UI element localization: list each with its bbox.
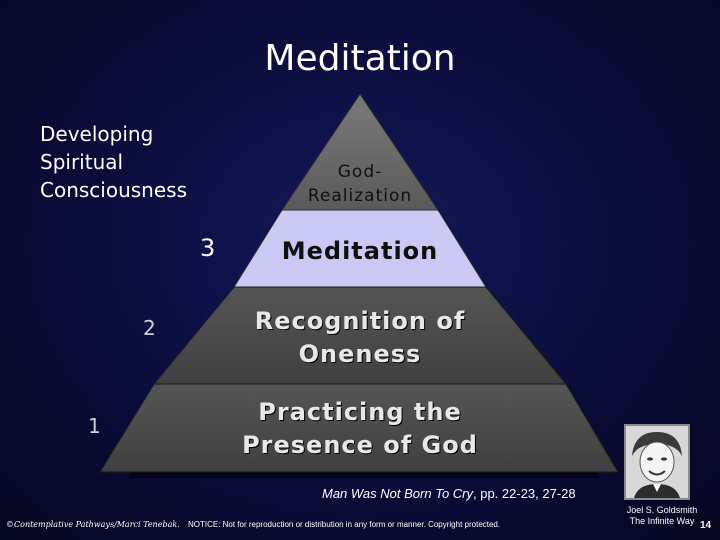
step-number-3: 3 [200,234,216,262]
citation-pages: , pp. 22-23, 27-28 [473,486,576,501]
subtitle-line: Developing [40,122,154,146]
tier-practicing-presence [99,383,619,473]
tier-label-meditation: Meditation [281,237,439,265]
portrait-photo [624,424,690,500]
step-number-2: 2 [143,316,156,340]
tier-label-line: Recognition of [254,307,466,335]
author-credit: Joel S. Goldsmith The Infinite Way [614,505,710,527]
tier-label-line: Practicing the [258,398,462,426]
author-work: The Infinite Way [629,516,695,526]
subtitle-line: Spiritual [40,150,124,174]
citation-book: Man Was Not Born To Cry [322,486,473,501]
author-name: Joel S. Goldsmith [626,505,698,515]
subtitle-line: Consciousness [40,178,188,202]
tier-label-line: Presence of God [242,431,478,459]
tier-label-recognition: Recognition of Oneness [225,305,495,371]
portrait-photo-icon [626,426,688,498]
tier-label-practicing: Practicing the Presence of God [200,396,520,462]
subtitle: Developing Spiritual Consciousness [40,120,260,204]
slide-number: 14 [700,520,712,531]
footer-notice: NOTICE: Not for reproduction or distribu… [187,520,501,529]
slide-title: Meditation [264,38,456,79]
footer-brand: ©Contemplative Pathways/Marci Tenebak. [6,520,180,529]
citation: Man Was Not Born To Cry, pp. 22-23, 27-2… [322,486,576,501]
tier-label-line: Oneness [298,340,422,368]
tier-label-line: God- [337,162,383,182]
step-number-1: 1 [88,414,101,438]
footer: ©Contemplative Pathways/Marci Tenebak. N… [6,520,500,529]
tier-label-line: Realization [307,186,413,206]
tier-label-god-realization: God- Realization [280,160,440,208]
